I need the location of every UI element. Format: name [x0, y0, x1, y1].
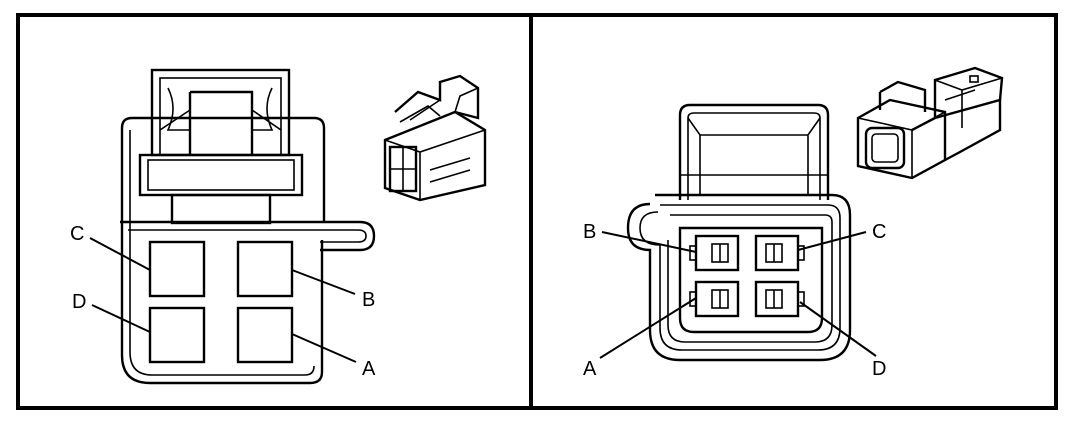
cavity-a [236, 306, 294, 364]
terminal-d [754, 280, 805, 318]
pin-label-c-left: C [70, 223, 84, 245]
pin-label-b-left: B [362, 289, 375, 311]
right-iso-connector [856, 66, 1004, 180]
leader-a-left [291, 333, 357, 363]
cavity-d [148, 306, 206, 364]
terminal-a [689, 280, 740, 318]
terminal-b [689, 234, 740, 272]
terminal-c [754, 234, 805, 272]
pin-label-b-right: B [583, 221, 596, 243]
outer-frame [16, 13, 1058, 410]
pin-label-a-right: A [583, 358, 597, 380]
leader-a-right [599, 297, 697, 359]
left-iso-connector [383, 74, 487, 202]
leader-d-left [91, 304, 151, 333]
pin-label-a-left: A [362, 358, 376, 380]
leader-d-right [799, 301, 877, 357]
pin-label-d-left: D [72, 291, 86, 313]
right-connector-face [626, 103, 852, 362]
cavity-b [236, 240, 294, 298]
leader-b-right [601, 231, 697, 253]
leader-c-right [797, 231, 867, 251]
leader-c-left [89, 237, 151, 271]
pin-label-d-right: D [872, 358, 886, 380]
right-panel: B C A D [583, 66, 1004, 380]
pin-label-c-right: C [872, 221, 886, 243]
cavity-c [148, 240, 206, 298]
left-panel: C D B A [70, 68, 487, 385]
left-connector-face [120, 68, 376, 385]
leader-b-left [291, 269, 356, 295]
